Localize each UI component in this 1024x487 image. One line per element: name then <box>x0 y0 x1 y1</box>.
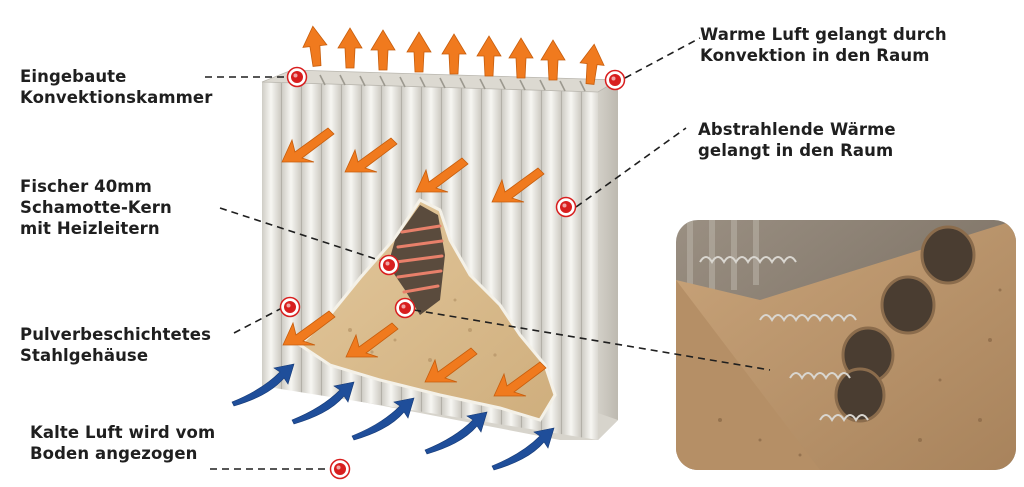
orange-arrow-icon <box>371 30 395 70</box>
red-target-marker-icon <box>557 198 576 217</box>
red-target-marker-icon <box>288 68 307 87</box>
red-target-marker-icon <box>331 460 350 479</box>
label-fireclay-core: Fischer 40mm Schamotte-Kern mit Heizleit… <box>20 176 172 239</box>
red-target-marker-icon <box>396 299 415 318</box>
orange-arrow-icon <box>338 28 362 68</box>
label-radiant-heat: Abstrahlende Wärme gelangt in den Raum <box>698 119 896 161</box>
orange-arrow-icon <box>509 38 533 78</box>
red-target-marker-icon <box>281 298 300 317</box>
orange-arrow-icon <box>541 40 565 80</box>
label-line: Fischer 40mm <box>20 176 172 197</box>
label-line: Kalte Luft wird vom <box>30 422 215 443</box>
label-line: Konvektionskammer <box>20 87 212 108</box>
label-line: Boden angezogen <box>30 443 215 464</box>
red-target-marker-icon <box>606 71 625 90</box>
label-line: Pulverbeschichtetes <box>20 324 211 345</box>
label-convection-chamber: Eingebaute Konvektionskammer <box>20 66 212 108</box>
label-line: Schamotte-Kern <box>20 197 172 218</box>
label-cold-air: Kalte Luft wird vom Boden angezogen <box>30 422 215 464</box>
label-line: gelangt in den Raum <box>698 140 896 161</box>
red-target-marker-icon <box>380 256 399 275</box>
label-warm-air: Warme Luft gelangt durch Konvektion in d… <box>700 24 947 66</box>
blue-curved-arrow-icon <box>492 428 554 470</box>
core-closeup-photo <box>676 220 1016 470</box>
orange-arrow-icon <box>301 25 329 67</box>
label-line: Abstrahlende Wärme <box>698 119 896 140</box>
orange-arrow-icon <box>477 36 501 76</box>
orange-arrow-icon <box>442 34 466 74</box>
label-line: mit Heizleitern <box>20 218 172 239</box>
label-line: Konvektion in den Raum <box>700 45 947 66</box>
label-line: Eingebaute <box>20 66 212 87</box>
label-steel-housing: Pulverbeschichtetes Stahlgehäuse <box>20 324 211 366</box>
label-line: Stahlgehäuse <box>20 345 211 366</box>
orange-arrow-icon <box>407 32 431 72</box>
label-line: Warme Luft gelangt durch <box>700 24 947 45</box>
